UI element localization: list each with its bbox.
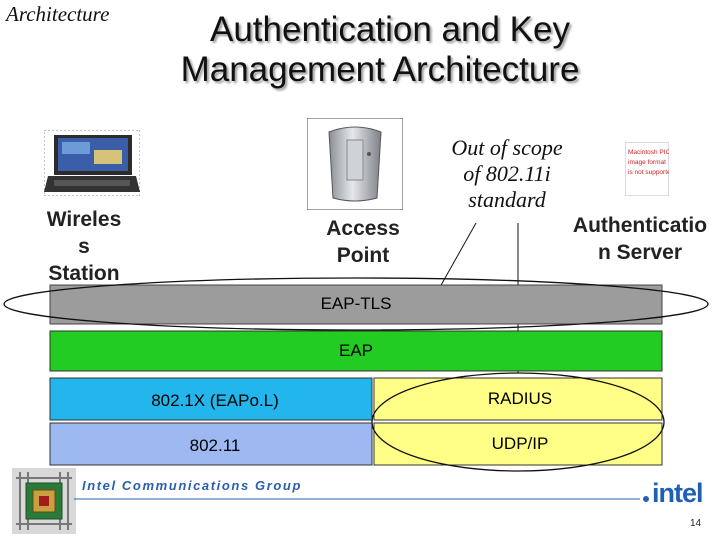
eap-label: EAP bbox=[338, 341, 374, 360]
svg-text:Macintosh PICT: Macintosh PICT bbox=[628, 149, 669, 156]
page-number: 14 bbox=[690, 518, 702, 529]
dot1x-bar bbox=[49, 377, 373, 421]
eap-tls-bar bbox=[49, 284, 663, 325]
out-of-scope-note: Out of scope of 802.11i standard bbox=[451, 135, 563, 212]
chip-icon bbox=[12, 468, 76, 534]
eap-bar bbox=[49, 330, 663, 372]
laptop-image bbox=[44, 130, 140, 196]
svg-text:image format: image format bbox=[628, 159, 666, 166]
callout-line-left bbox=[439, 222, 477, 288]
eap-tls-label: EAP-TLS bbox=[320, 294, 392, 313]
udp-ip-label: UDP/IP bbox=[491, 434, 549, 453]
eap-tls-ellipse bbox=[3, 277, 709, 331]
dot11-bar bbox=[49, 422, 373, 466]
radius-label: RADIUS bbox=[487, 389, 553, 408]
corner-label: Architecture bbox=[6, 2, 110, 26]
access-point-image bbox=[307, 118, 403, 210]
authentication-server-label: Authenticatio n Server bbox=[572, 214, 708, 264]
udp-ip-bar bbox=[373, 422, 663, 466]
dot11-label: 802.11 bbox=[189, 436, 241, 455]
footer-group-name: Intel Communications Group bbox=[82, 478, 302, 493]
server-image: Macintosh PICT image format is not suppo… bbox=[625, 142, 669, 196]
access-point-label: Access Point bbox=[326, 217, 400, 267]
title-line-1: Authentication and Key bbox=[210, 10, 570, 49]
title-line-2: Management Architecture bbox=[180, 50, 580, 89]
svg-text:is not supported: is not supported bbox=[628, 169, 669, 176]
wireless-station-label: Wireles s Station bbox=[46, 208, 122, 285]
radius-ellipse bbox=[371, 372, 665, 472]
intel-logo: intel bbox=[652, 478, 704, 508]
page-title: Authentication and Key Management Archit… bbox=[120, 10, 640, 90]
dot1x-label: 802.1X (EAPo.L) bbox=[151, 391, 279, 410]
footer-divider bbox=[74, 496, 649, 502]
